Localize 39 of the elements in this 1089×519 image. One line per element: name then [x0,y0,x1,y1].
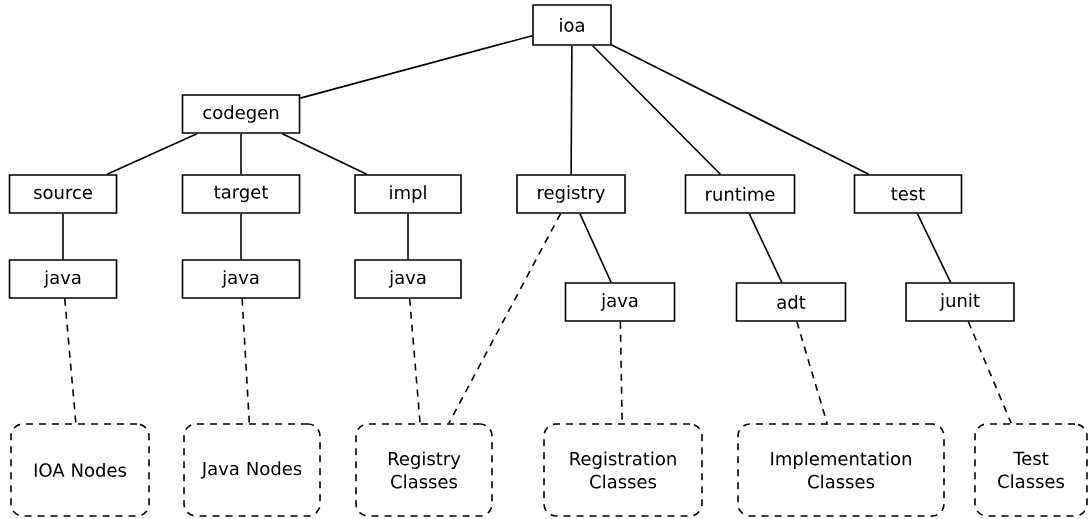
folder-box: target [181,174,301,214]
connector-line [281,133,368,175]
connector-line [240,213,242,260]
connector-line [407,213,409,260]
class-group-box: Test Classes [974,423,1088,517]
folder-box: runtime [684,174,796,214]
connector-line [448,213,562,424]
class-group-box: Registry Classes [355,423,493,517]
connector-line [748,213,783,283]
connector-line [408,298,421,424]
connector-line [796,321,828,424]
folder-box: java [354,259,462,299]
folder-box: adt [735,282,847,322]
class-group-box: Registration Classes [543,423,703,517]
connector-line [967,321,1013,424]
folder-box: java [181,259,301,299]
folder-box: impl [354,174,462,214]
folder-box: java [564,282,676,322]
connector-line [570,45,573,175]
folder-box: java [8,259,118,299]
folder-box: test [853,174,963,214]
folder-box: codegen [181,94,301,134]
connector-line [611,44,870,175]
connector-line [916,213,952,283]
connector-line [62,213,64,260]
connector-line [241,298,251,424]
folder-box: source [8,174,118,214]
connector-line [591,45,722,175]
connector-line [64,298,77,424]
folder-box: registry [516,174,626,214]
connector-line [299,34,533,99]
connector-line [240,133,242,175]
connector-line [579,213,612,283]
class-group-box: IOA Nodes [10,423,150,517]
folder-box: ioa [532,4,612,46]
class-group-box: Java Nodes [183,423,321,517]
class-group-box: Implementation Classes [737,423,945,517]
folder-box: junit [905,282,1015,322]
connector-line [106,133,198,175]
